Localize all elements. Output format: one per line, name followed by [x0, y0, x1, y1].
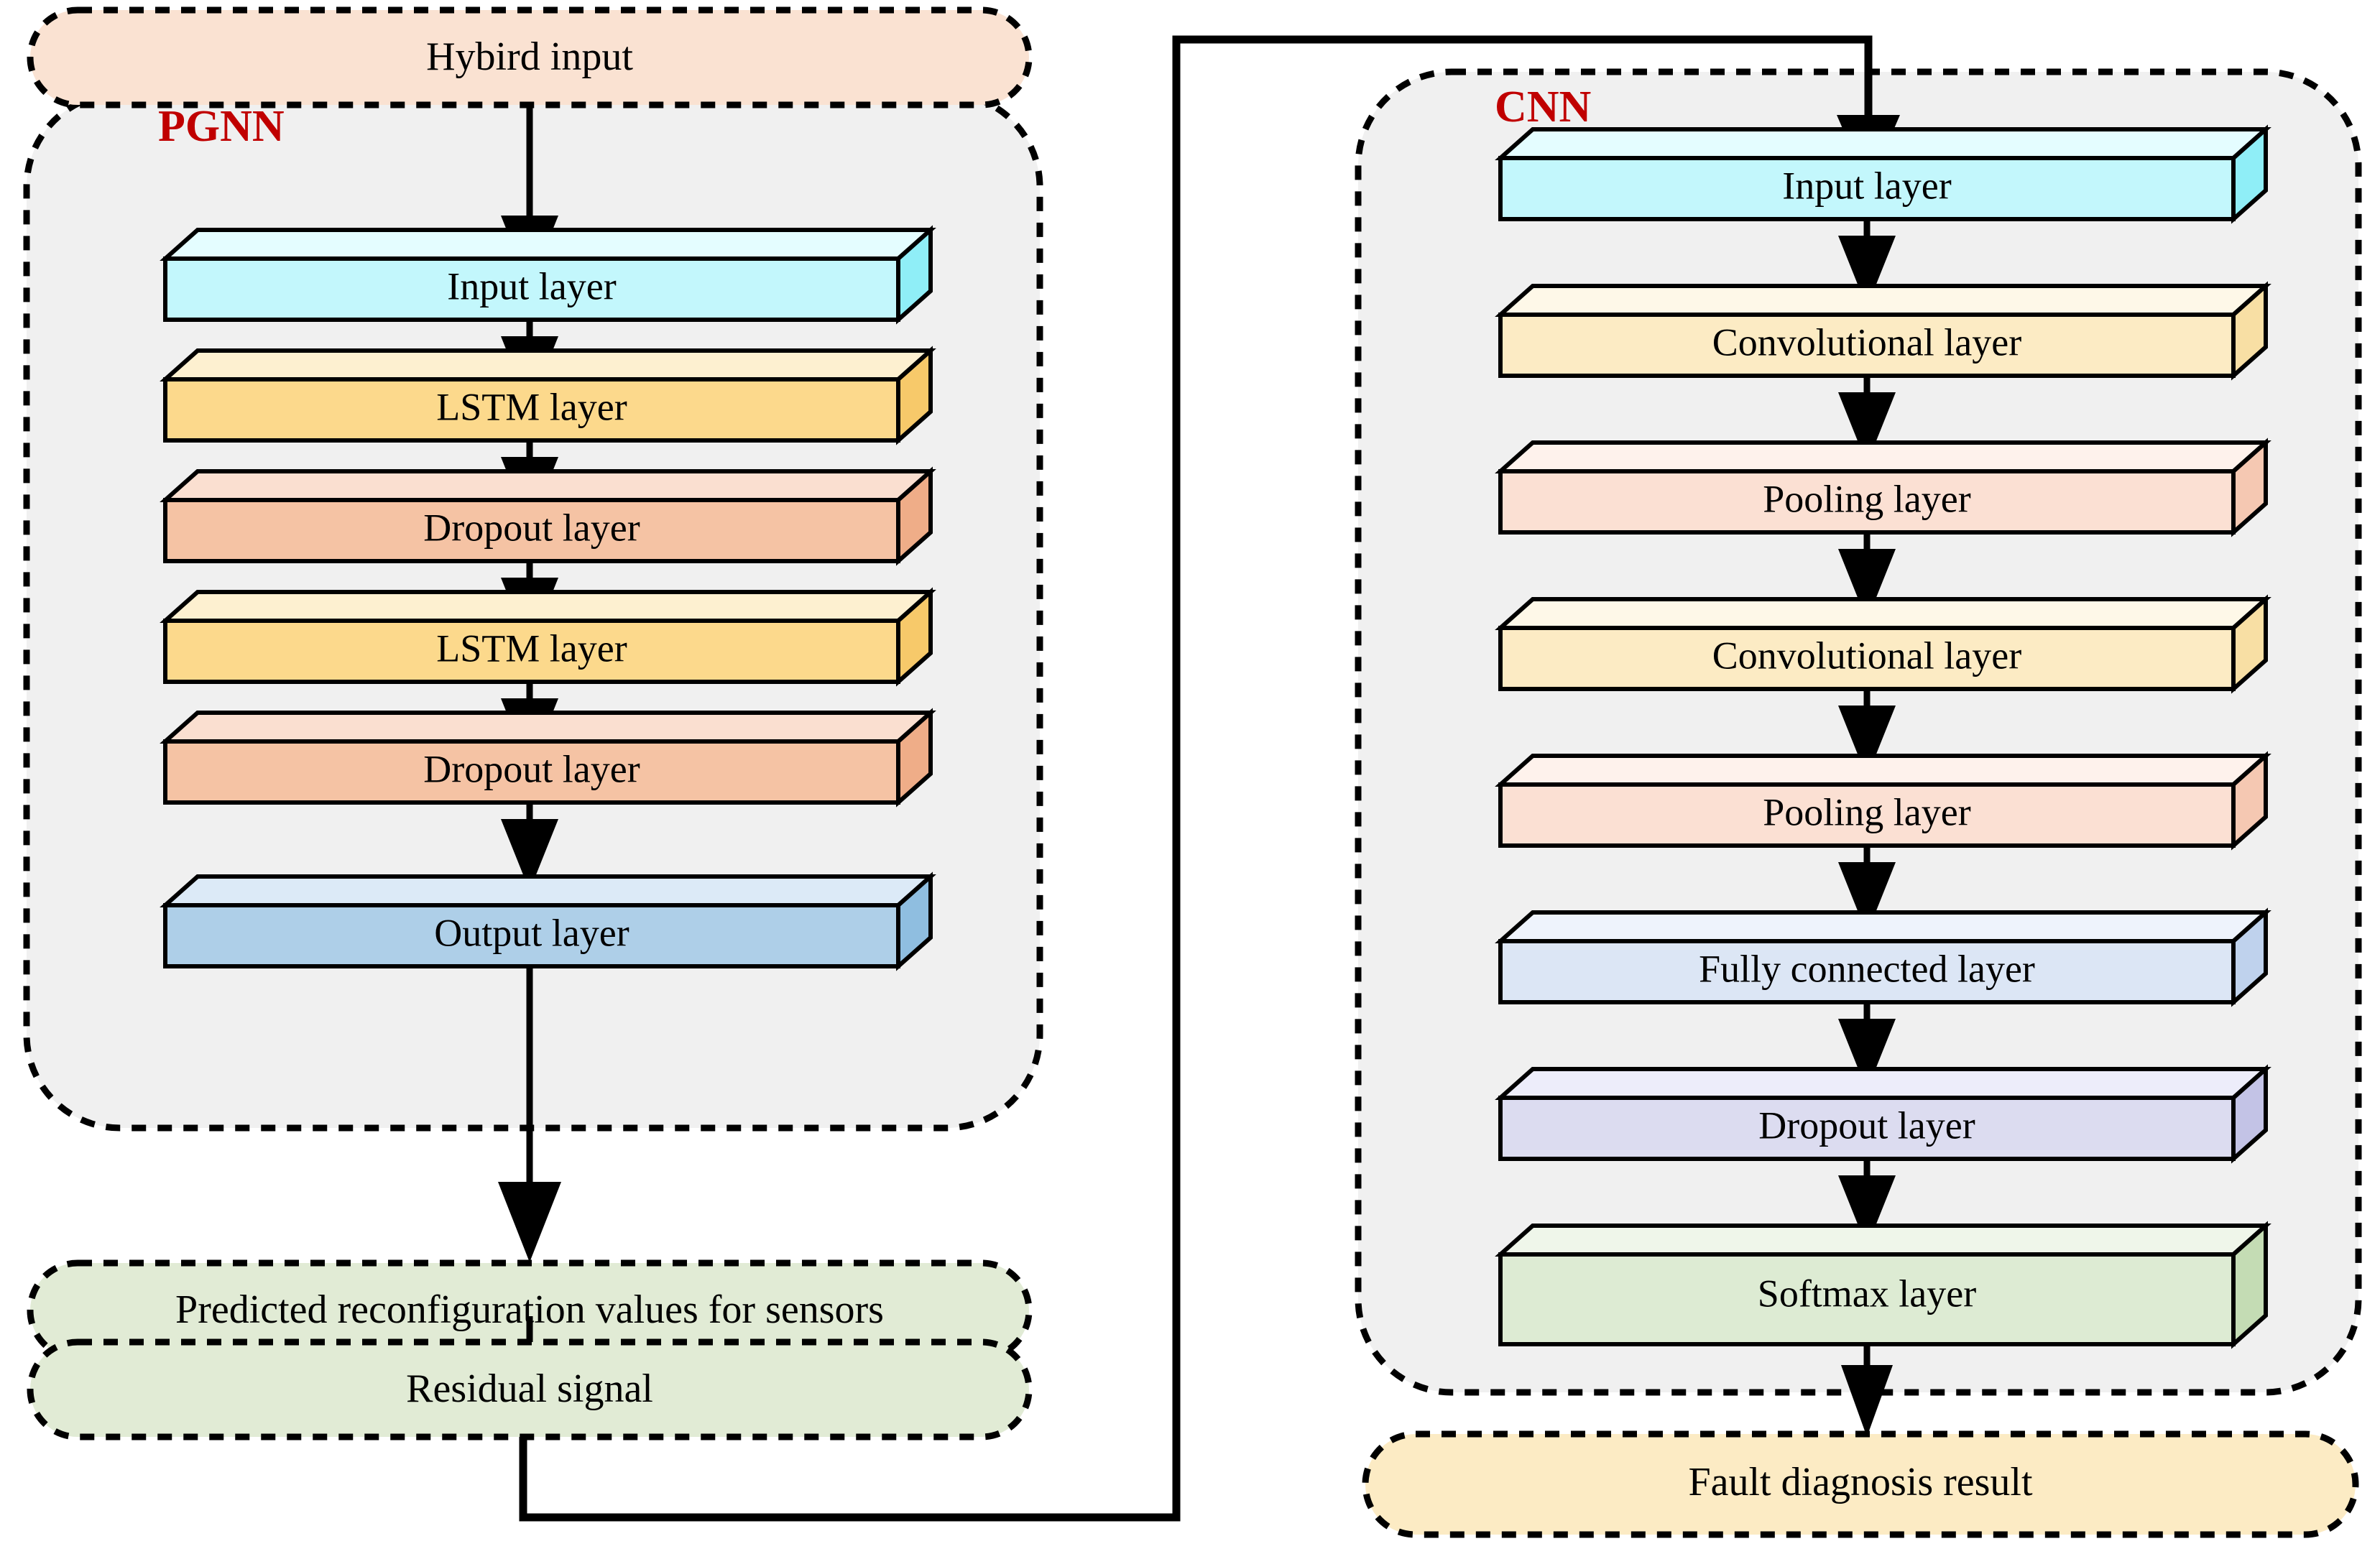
pgnn-layer-dropout-layer-1[interactable]: Dropout layer: [160, 466, 936, 566]
pgnn-group-title: PGNN: [158, 102, 285, 151]
pgnn-layer-label: LSTM layer: [436, 626, 627, 670]
pgnn-layer-dropout-layer-2[interactable]: Dropout layer: [160, 708, 936, 808]
arrow-cnn-5-6: [1838, 846, 1896, 934]
box-top-face: [1495, 754, 2271, 787]
box-top-face: [160, 711, 936, 744]
box-top-face: [1495, 127, 2271, 160]
fault-diagnosis-result-label: Fault diagnosis result: [1688, 1460, 2033, 1504]
cnn-layer-dropout-layer[interactable]: Dropout layer: [1495, 1064, 2271, 1164]
box-front-face: [1498, 939, 2236, 1004]
box-top-face: [160, 348, 936, 381]
pgnn-layer-label: LSTM layer: [436, 385, 627, 428]
pgnn-layer-label: Input layer: [447, 264, 616, 307]
cnn-layer-label: Convolutional layer: [1712, 320, 2021, 364]
box-top-face: [1495, 910, 2271, 943]
cnn-layer-convolutional-layer-2[interactable]: Convolutional layer: [1495, 594, 2271, 694]
cnn-layer-label: Softmax layer: [1758, 1272, 1976, 1315]
pgnn-layer-label: Output layer: [434, 911, 629, 954]
box-front-face: [1498, 313, 2236, 378]
cnn-layer-label: Input layer: [1782, 164, 1951, 207]
box-top-face: [160, 874, 936, 907]
arrow-cnn-6-7: [1838, 1002, 1896, 1091]
box-front-face: [1498, 156, 2236, 221]
cnn-layer-softmax-layer[interactable]: Softmax layer: [1495, 1221, 2271, 1349]
box-top-face: [160, 469, 936, 502]
cnn-layer-convolutional-layer-1[interactable]: Convolutional layer: [1495, 281, 2271, 381]
arrow-cnn-3-4: [1838, 532, 1896, 621]
cnn-group-title: CNN: [1495, 83, 1591, 131]
cnn-layer-label: Dropout layer: [1758, 1104, 1975, 1147]
cnn-layer-pooling-layer-1[interactable]: Pooling layer: [1495, 438, 2271, 537]
box-top-face: [160, 590, 936, 623]
residual-signal-node[interactable]: Residual signal: [27, 1338, 1033, 1440]
arrow-softmax-to-result: [1841, 1344, 1893, 1437]
box-top-face: [1495, 440, 2271, 473]
box-top-face: [1495, 597, 2271, 630]
box-front-face: [1498, 469, 2236, 535]
box-front-face: [163, 619, 900, 684]
pgnn-layer-lstm-layer-2[interactable]: LSTM layer: [160, 587, 936, 687]
box-front-face: [163, 903, 900, 968]
box-front-face: [163, 377, 900, 443]
box-front-face: [163, 739, 900, 805]
residual-signal-shape: [27, 1338, 1033, 1440]
pgnn-layer-input-layer[interactable]: Input layer: [160, 225, 936, 325]
cnn-layer-label: Pooling layer: [1763, 790, 1970, 833]
cnn-layer-pooling-layer-2[interactable]: Pooling layer: [1495, 751, 2271, 851]
pgnn-layer-output-layer[interactable]: Output layer: [160, 871, 936, 971]
box-top-face: [160, 228, 936, 261]
pgnn-layer-label: Dropout layer: [423, 506, 640, 549]
arrow-pgnn-output-to-predicted: [498, 966, 561, 1262]
arrow-pgnn-5-6: [501, 803, 558, 891]
box-top-face: [1495, 1224, 2271, 1257]
cnn-layer-label: Convolutional layer: [1712, 634, 2021, 677]
box-top-face: [1495, 1067, 2271, 1100]
fault-diagnosis-result-shape: [1362, 1430, 2359, 1538]
cnn-layer-label: Fully connected layer: [1699, 947, 2035, 990]
cnn-layer-input-layer[interactable]: Input layer: [1495, 124, 2271, 224]
box-front-face: [163, 256, 900, 322]
arrow-cnn-7-8: [1838, 1159, 1896, 1247]
arrow-cnn-2-3: [1838, 376, 1896, 464]
cnn-layer-fully-connected-layer[interactable]: Fully connected layer: [1495, 907, 2271, 1007]
hybrid-input-label: Hybird input: [426, 34, 633, 79]
box-top-face: [1495, 284, 2271, 317]
pgnn-layer-label: Dropout layer: [423, 747, 640, 790]
hybrid-input-node[interactable]: Hybird input: [27, 6, 1033, 108]
arrow-cnn-1-2: [1838, 219, 1896, 307]
arrow-cnn-4-5: [1838, 689, 1896, 777]
pgnn-layer-lstm-layer-1[interactable]: LSTM layer: [160, 346, 936, 445]
cnn-layer-label: Pooling layer: [1763, 477, 1970, 520]
residual-signal-label: Residual signal: [406, 1366, 653, 1411]
box-front-face: [1498, 782, 2236, 848]
box-front-face: [1498, 1252, 2236, 1346]
fault-diagnosis-result-node[interactable]: Fault diagnosis result: [1362, 1430, 2359, 1538]
